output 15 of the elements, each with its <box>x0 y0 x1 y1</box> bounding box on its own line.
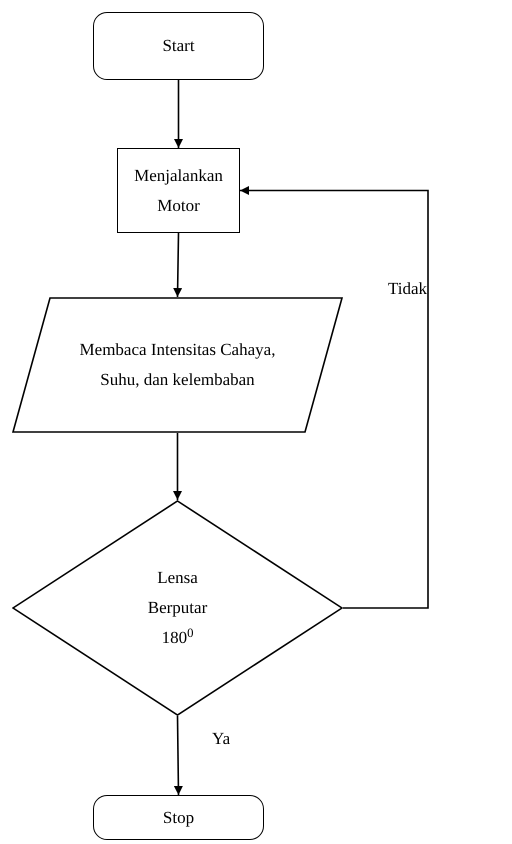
arrow <box>173 232 182 298</box>
node-text: Stop <box>162 806 194 829</box>
node-text: Menjalankan Motor <box>133 164 224 216</box>
node-text: Membaca Intensitas Cahaya, Suhu, dan kelembaban <box>78 339 276 391</box>
decision-diamond <box>12 500 343 716</box>
arrow <box>174 716 183 796</box>
arrow <box>173 433 182 500</box>
node-text: Start <box>162 35 195 57</box>
process-box <box>117 148 240 233</box>
stop-terminal <box>93 795 264 840</box>
node-text: Lensa Berputar 180$^{0}$ <box>146 567 208 649</box>
arrow <box>174 80 183 148</box>
input-parallelogram <box>12 297 343 433</box>
arrow <box>240 186 429 609</box>
start-terminal <box>93 12 264 80</box>
